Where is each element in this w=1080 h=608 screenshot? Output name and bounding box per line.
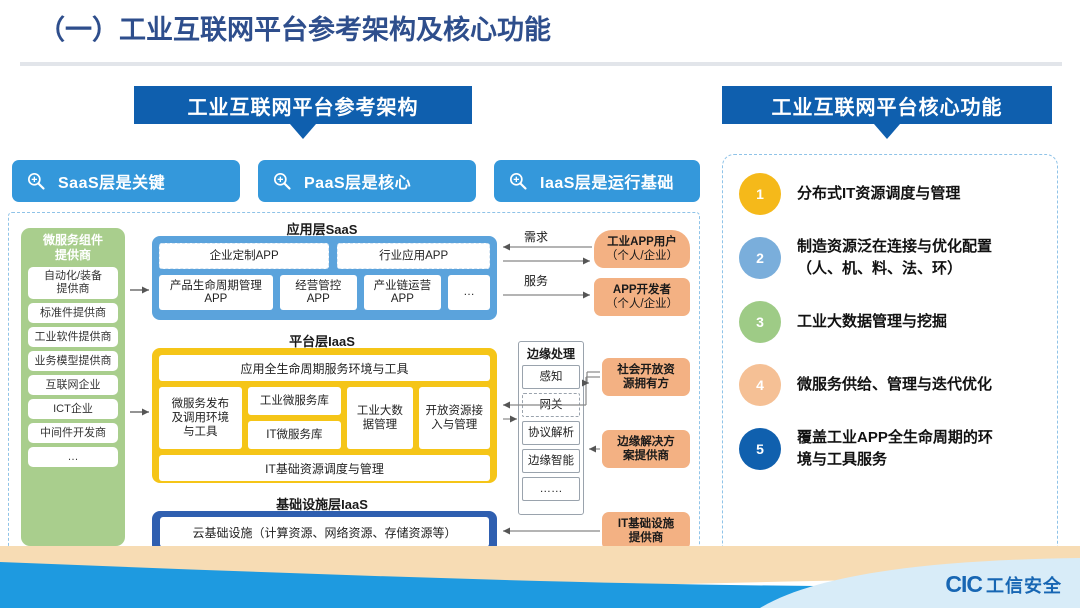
stakeholder-line1: 社会开放资 bbox=[617, 364, 675, 376]
pill-saas-key[interactable]: SaaS层是关键 bbox=[12, 160, 240, 202]
pill-paas-core[interactable]: PaaS层是核心 bbox=[258, 160, 476, 202]
provider-item: 自动化/装备提供商 bbox=[28, 267, 118, 299]
right-section-banner: 工业互联网平台核心功能 bbox=[722, 86, 1052, 124]
core-function-item: 2 制造资源泛在连接与优化配置（人、机、料、法、环） bbox=[739, 236, 1041, 280]
title-divider bbox=[20, 62, 1062, 66]
function-label: 分布式IT资源调度与管理 bbox=[797, 185, 961, 202]
stakeholder-open-resource-owner: 社会开放资 源拥有方 bbox=[602, 358, 690, 396]
paas-it-microservice-lib: IT微服务库 bbox=[247, 421, 342, 449]
stakeholder-line2: 源拥有方 bbox=[623, 378, 669, 390]
logo-text: 工信安全 bbox=[986, 575, 1062, 596]
saas-app-enterprise-custom: 企业定制APP bbox=[159, 243, 330, 269]
stakeholder-industrial-app-user: 工业APP用户 （个人/企业） bbox=[594, 230, 690, 268]
edge-item-more: …… bbox=[522, 477, 580, 501]
stakeholder-it-infrastructure-provider: IT基础设施 提供商 bbox=[602, 512, 690, 550]
edge-panel-title: 边缘处理 bbox=[526, 347, 575, 361]
microservice-component-provider-panel: 微服务组件 提供商 自动化/装备提供商 标准件提供商 工业软件提供商 业务模型提… bbox=[21, 228, 125, 546]
pill-saas-label: SaaS层是关键 bbox=[58, 175, 166, 192]
core-function-item: 5 覆盖工业APP全生命周期的环境与工具服务 bbox=[739, 427, 1041, 471]
provider-title-line1: 微服务组件 bbox=[42, 233, 103, 247]
paas-bigdata-management: 工业大数据管理 bbox=[347, 387, 413, 449]
edge-processing-panel: 边缘处理 感知 网关 协议解析 边缘智能 …… bbox=[518, 341, 584, 515]
edge-item-gateway: 网关 bbox=[522, 393, 580, 417]
paas-industrial-microservice-lib: 工业微服务库 bbox=[247, 387, 342, 415]
edge-item-intelligence: 边缘智能 bbox=[522, 449, 580, 473]
core-function-item: 1 分布式IT资源调度与管理 bbox=[739, 173, 1041, 215]
provider-item: … bbox=[28, 447, 118, 467]
left-banner-down-arrow-icon bbox=[290, 124, 316, 139]
provider-item: ICT企业 bbox=[28, 399, 118, 419]
stakeholder-line2: 提供商 bbox=[628, 532, 664, 544]
core-functions-panel: 1 分布式IT资源调度与管理 2 制造资源泛在连接与优化配置（人、机、料、法、环… bbox=[722, 154, 1058, 572]
paas-it-resource-scheduling: IT基础资源调度与管理 bbox=[159, 455, 490, 481]
stakeholder-line1: 工业APP用户 bbox=[607, 236, 677, 248]
pill-iaas-foundation[interactable]: IaaS层是运行基础 bbox=[494, 160, 700, 202]
logo-mark: CIC bbox=[945, 571, 983, 597]
saas-app-more: … bbox=[447, 275, 491, 310]
paas-layer-caption: 平台层IaaS bbox=[289, 334, 355, 349]
page-title: （一）工业互联网平台参考架构及核心功能 bbox=[38, 15, 551, 45]
function-number-badge: 5 bbox=[739, 428, 781, 470]
edge-item-sensing: 感知 bbox=[522, 365, 580, 389]
stakeholder-line2: 案提供商 bbox=[623, 450, 669, 462]
footer-decoration bbox=[0, 546, 1080, 608]
edge-item-protocol: 协议解析 bbox=[522, 421, 580, 445]
provider-item: 互联网企业 bbox=[28, 375, 118, 395]
function-label: 工业大数据管理与挖掘 bbox=[797, 313, 948, 330]
connector-label-service: 服务 bbox=[524, 274, 549, 288]
paas-lifecycle-tools: 应用全生命周期服务环境与工具 bbox=[159, 355, 490, 381]
function-number-badge: 3 bbox=[739, 301, 781, 343]
provider-item: 业务模型提供商 bbox=[28, 351, 118, 371]
saas-app-industry: 行业应用APP bbox=[337, 243, 490, 269]
function-label: 覆盖工业APP全生命周期的环境与工具服务 bbox=[797, 429, 993, 468]
magnifier-plus-icon bbox=[510, 173, 527, 190]
stakeholder-line1: 边缘解决方 bbox=[617, 436, 675, 448]
left-section-banner: 工业互联网平台参考架构 bbox=[134, 86, 472, 124]
magnifier-plus-icon bbox=[274, 173, 291, 190]
stakeholder-line2: （个人/企业） bbox=[605, 298, 679, 310]
paas-layer-box: 应用全生命周期服务环境与工具 微服务发布及调用环境与工具 工业微服务库 IT微服… bbox=[152, 348, 497, 483]
core-function-item: 3 工业大数据管理与挖掘 bbox=[739, 301, 1041, 343]
brand-logo: CIC 工信安全 bbox=[945, 571, 1062, 598]
provider-panel-title: 微服务组件 提供商 bbox=[28, 233, 118, 263]
stakeholder-line2: （个人/企业） bbox=[605, 250, 679, 262]
paas-microservice-publish: 微服务发布及调用环境与工具 bbox=[159, 387, 242, 449]
iaas-layer-caption: 基础设施层IaaS bbox=[276, 497, 368, 512]
function-number-badge: 4 bbox=[739, 364, 781, 406]
saas-layer-caption: 应用层SaaS bbox=[286, 222, 358, 237]
function-number-badge: 2 bbox=[739, 237, 781, 279]
provider-item: 标准件提供商 bbox=[28, 303, 118, 323]
connector-label-demand: 需求 bbox=[524, 230, 549, 244]
provider-title-line2: 提供商 bbox=[54, 248, 91, 262]
function-label: 微服务供给、管理与迭代优化 bbox=[797, 376, 993, 393]
stakeholder-edge-solution-provider: 边缘解决方 案提供商 bbox=[602, 430, 690, 468]
stakeholder-line1: APP开发者 bbox=[612, 284, 672, 296]
iaas-cloud-infrastructure: 云基础设施（计算资源、网络资源、存储资源等） bbox=[160, 517, 489, 547]
pill-paas-label: PaaS层是核心 bbox=[304, 175, 412, 192]
magnifier-plus-icon bbox=[28, 173, 45, 190]
right-banner-down-arrow-icon bbox=[874, 124, 900, 139]
function-number-badge: 1 bbox=[739, 173, 781, 215]
pill-iaas-label: IaaS层是运行基础 bbox=[540, 175, 674, 192]
provider-item: 中间件开发商 bbox=[28, 423, 118, 443]
paas-open-resource-access: 开放资源接入与管理 bbox=[418, 387, 490, 449]
core-function-item: 4 微服务供给、管理与迭代优化 bbox=[739, 364, 1041, 406]
stakeholder-app-developer: APP开发者 （个人/企业） bbox=[594, 278, 690, 316]
function-label: 制造资源泛在连接与优化配置（人、机、料、法、环） bbox=[797, 238, 993, 277]
provider-item: 工业软件提供商 bbox=[28, 327, 118, 347]
stakeholder-line1: IT基础设施 bbox=[617, 518, 675, 530]
